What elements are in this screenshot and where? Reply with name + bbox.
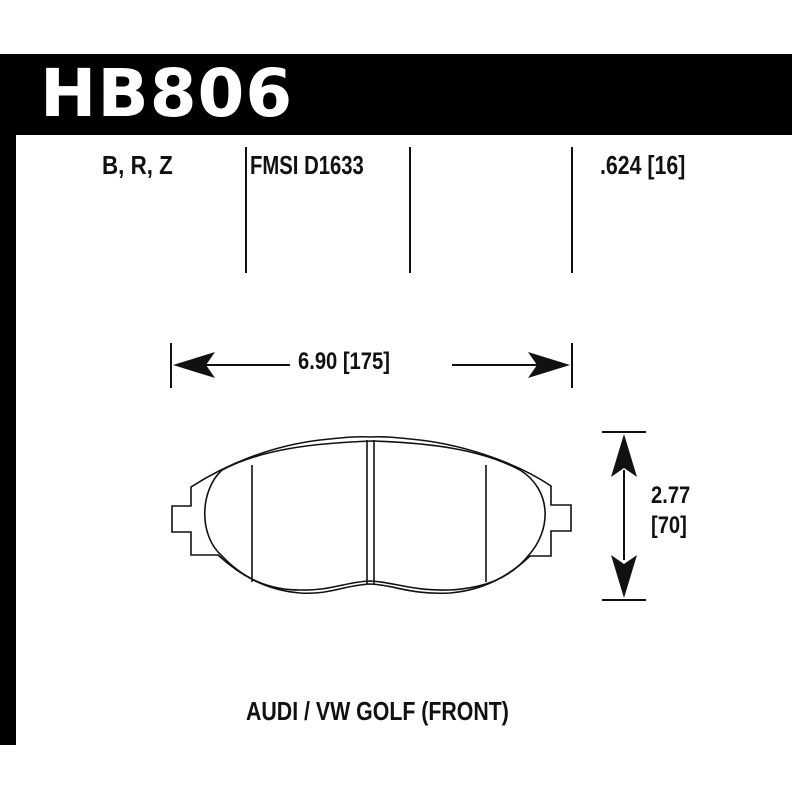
part-number-title: HB806 [40,55,294,132]
height-dimension-mm: [70] [651,512,687,539]
height-dimension-inches: 2.77 [651,482,691,509]
width-dimension-arrow [170,343,573,388]
pad-thickness: .624 [16] [600,150,686,180]
width-dimension-label: 6.90 [175] [298,348,390,375]
fmsi-number: FMSI D1633 [250,150,364,180]
spec-divider-lines [245,147,573,273]
compound-codes: B, R, Z [102,150,173,180]
vehicle-application: AUDI / VW GOLF (FRONT) [246,696,509,726]
height-dimension-arrow [602,431,646,601]
brake-pad-outline [171,435,572,595]
left-border-strip [0,54,16,745]
header-bar [0,54,792,135]
